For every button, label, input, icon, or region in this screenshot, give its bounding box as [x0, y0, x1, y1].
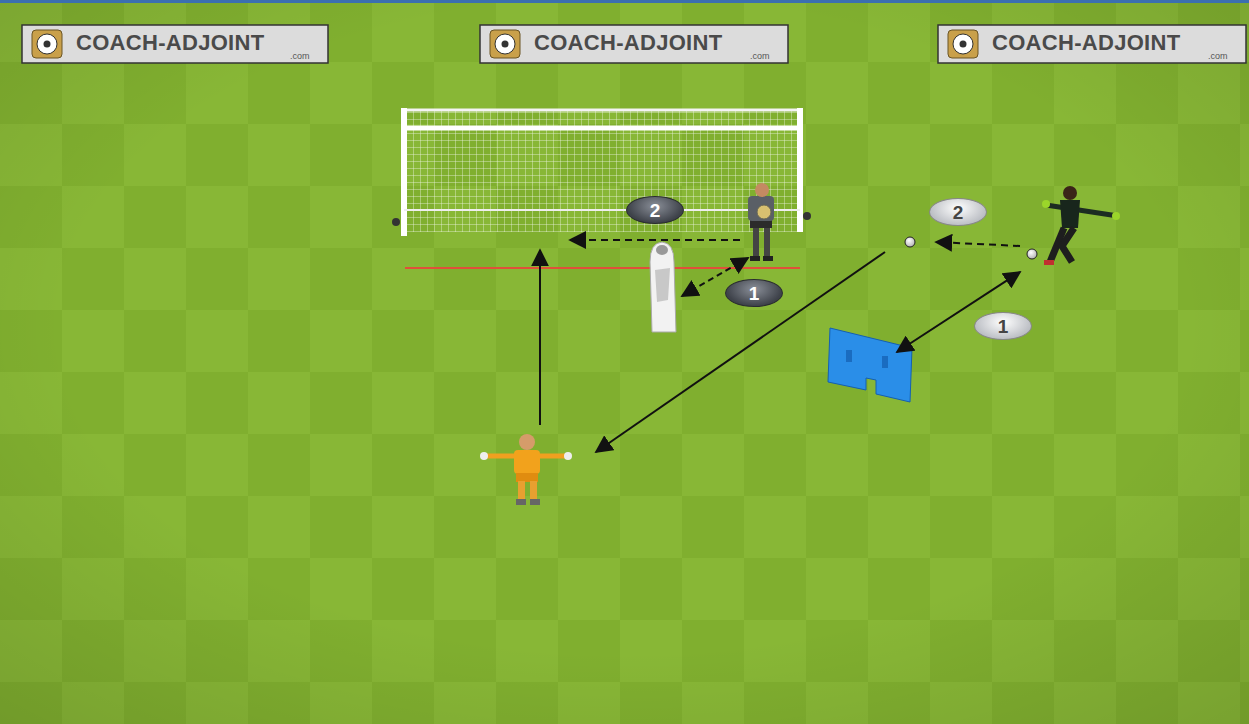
goal-line	[405, 267, 800, 269]
logo-text: COACH-ADJOINT	[76, 30, 264, 56]
logo-text: COACH-ADJOINT	[992, 30, 1180, 56]
logo-domain: .com	[750, 51, 770, 61]
mini-wall	[828, 328, 912, 402]
kicking-player	[1042, 186, 1120, 265]
dummy	[650, 242, 676, 332]
callout-number: 1	[725, 279, 783, 307]
goalkeeper	[748, 183, 774, 261]
logo-text: COACH-ADJOINT	[534, 30, 722, 56]
logo-plate	[22, 25, 1246, 63]
callout-number: 2	[929, 198, 987, 226]
logo-domain: .com	[1208, 51, 1228, 61]
goalkeeper-orange	[480, 434, 572, 505]
logo-domain: .com	[290, 51, 310, 61]
callout-number: 2	[626, 196, 684, 224]
movement-arrows	[540, 240, 1020, 452]
callout-number: 1	[974, 312, 1032, 340]
goal	[392, 108, 811, 236]
